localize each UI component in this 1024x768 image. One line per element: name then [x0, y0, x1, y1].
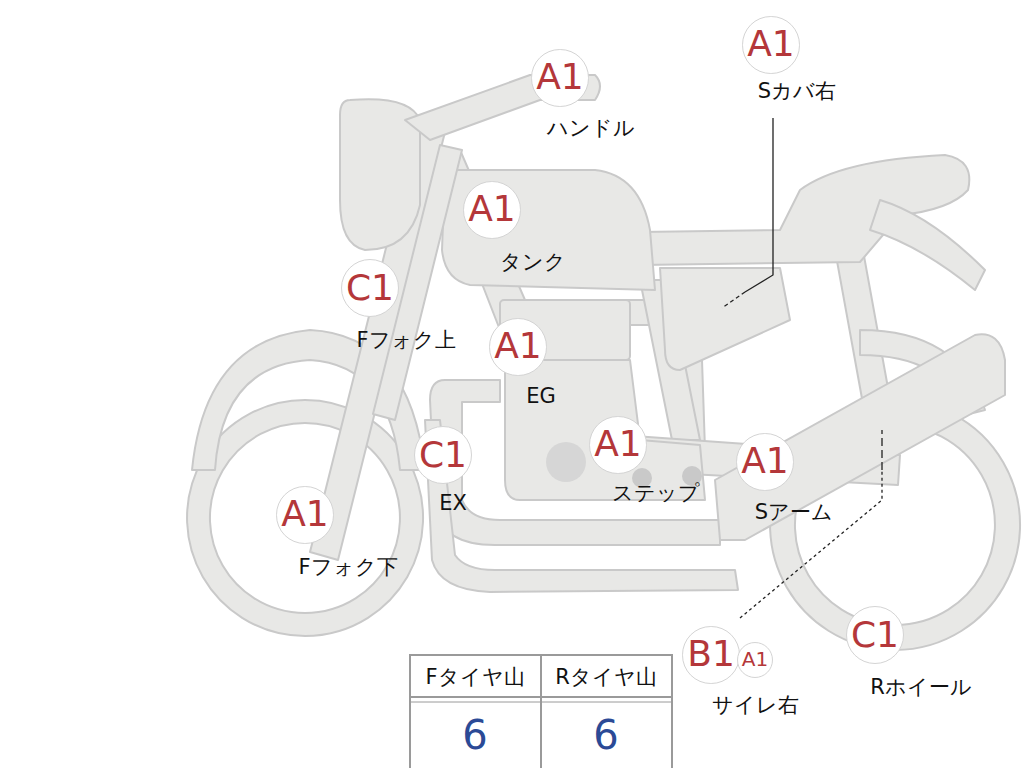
grade-circle: A1Fフォク下	[276, 486, 334, 544]
grade-code: A1	[743, 17, 799, 72]
engine-case	[505, 360, 705, 500]
engine-cover	[546, 442, 586, 482]
grade-code: A1	[277, 487, 333, 542]
leader-line	[881, 430, 882, 470]
grade-circle: A1Sカバ右	[742, 16, 800, 74]
table-header: Rタイヤ山	[555, 663, 657, 691]
leader-line	[740, 470, 882, 618]
grade-code: B1	[683, 627, 739, 682]
tail	[870, 200, 985, 290]
exhaust-pipe-lower	[425, 420, 738, 592]
grade-code: A1	[590, 417, 646, 472]
fuel-tank	[442, 170, 655, 290]
grade-circle: B1サイレ右	[682, 626, 740, 684]
muffler	[715, 334, 1005, 540]
table-header: Fタイヤ山	[425, 663, 524, 691]
tire-depth: 6	[593, 712, 618, 758]
exhaust-pipe	[430, 380, 720, 545]
part-name: ステップ	[612, 479, 700, 507]
grade-code: A1	[532, 50, 588, 105]
grade-code: A1	[737, 434, 793, 489]
side-cover	[660, 268, 790, 370]
part-name: タンク	[500, 248, 566, 276]
part-name: EG	[526, 384, 556, 408]
part-name: Sアーム	[755, 498, 833, 526]
grade-code: C1	[342, 260, 398, 315]
grade-circle: A1EG	[489, 318, 547, 376]
grade-circle: C1Rホイール	[846, 606, 904, 664]
grade-circle: A1ステップ	[589, 416, 647, 474]
tire-depth: 6	[462, 712, 487, 758]
front-wheel	[187, 400, 423, 636]
leader-line	[745, 118, 773, 292]
grade-circle: A1	[737, 642, 773, 678]
grade-code: A1	[738, 643, 772, 676]
table-rule	[540, 655, 542, 768]
grade-circle: A1ハンドル	[531, 49, 589, 107]
part-name: EX	[439, 491, 467, 515]
grade-circle: A1Sアーム	[736, 433, 794, 491]
part-name: サイレ右	[712, 691, 799, 719]
part-name: Sカバ右	[758, 77, 836, 105]
grade-code: A1	[464, 182, 520, 237]
tire-table	[410, 655, 672, 768]
grade-code: C1	[415, 427, 471, 482]
grade-code: C1	[847, 607, 903, 662]
grade-code: A1	[490, 319, 546, 374]
part-name: Rホイール	[870, 673, 972, 701]
part-name: ハンドル	[547, 114, 635, 142]
leader-line	[722, 292, 745, 308]
grade-circle: A1タンク	[463, 181, 521, 239]
grade-circle: C1EX	[414, 426, 472, 484]
part-name: Fフォク上	[356, 326, 455, 354]
grade-circle: C1Fフォク上	[341, 259, 399, 317]
part-name: Fフォク下	[298, 553, 397, 581]
